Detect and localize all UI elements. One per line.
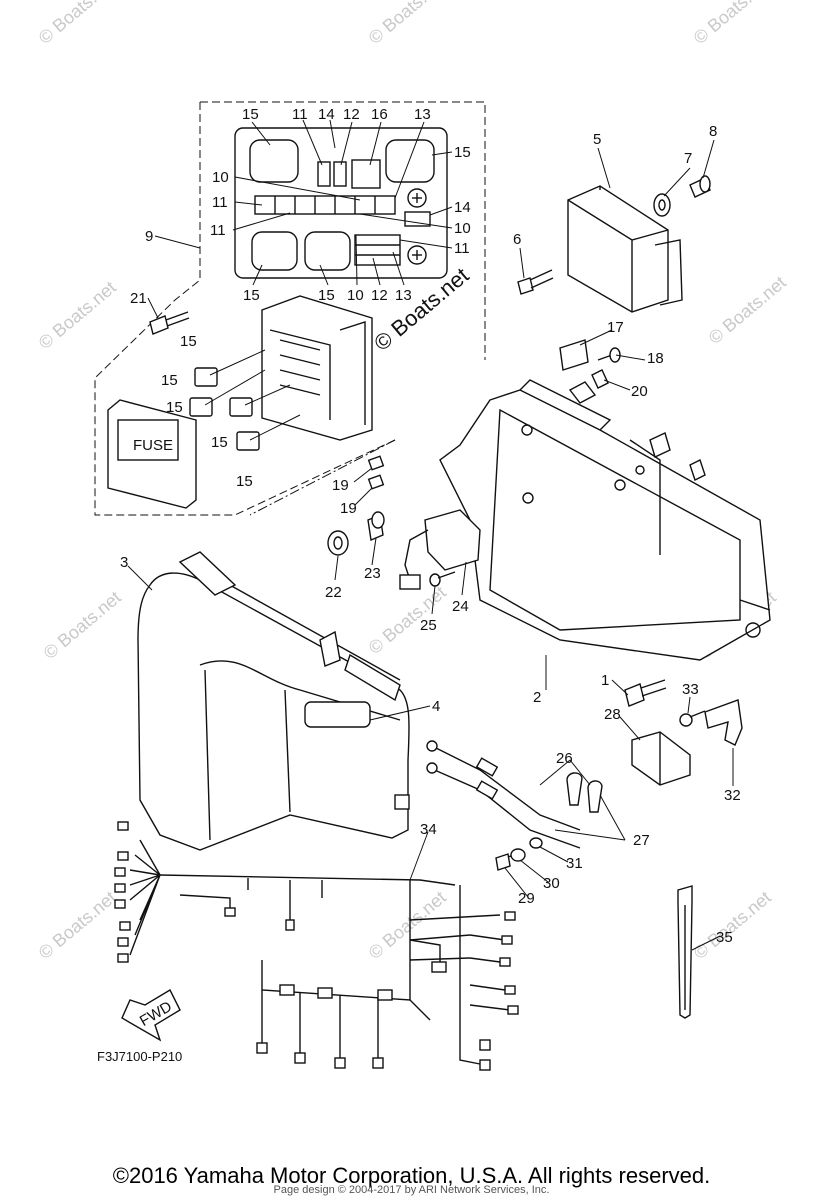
copyright-text: ©2016 Yamaha Motor Corporation, U.S.A. A… (112, 1163, 711, 1188)
page-design-credit: Page design © 2004-2017 by ARI Network S… (273, 1184, 550, 1196)
washer-30 (510, 848, 526, 862)
drawing-code: F3J7100-P210 (97, 1049, 182, 1064)
battery-cables-27 (426, 740, 581, 849)
callout-6: 6 (513, 231, 521, 248)
callout-7: 7 (684, 150, 692, 167)
callout-8: 8 (709, 123, 717, 140)
watermark: © Boats.net (690, 887, 775, 963)
callout-25: 25 (420, 617, 437, 634)
callout-15: 15 (236, 473, 253, 490)
callout-27: 27 (633, 832, 650, 849)
callout-26: 26 (556, 750, 573, 767)
callout-20: 20 (631, 383, 648, 400)
collar-8 (689, 175, 711, 198)
callout-21: 21 (130, 290, 147, 307)
callout-15: 15 (243, 287, 260, 304)
tray-2 (439, 379, 771, 661)
callout-11: 11 (454, 240, 470, 257)
callout-15: 15 (211, 434, 228, 451)
watermark: © Boats.net (705, 272, 790, 348)
bolt-33 (679, 710, 706, 727)
bracket-32 (704, 699, 743, 746)
callout-28: 28 (604, 706, 621, 723)
watermark: © Boats.net (35, 887, 120, 963)
cover-3 (137, 551, 410, 851)
callout-17: 17 (607, 319, 624, 336)
relay-28 (631, 731, 691, 786)
callout-12: 12 (371, 287, 388, 304)
watermark: © Boats.net (365, 582, 450, 658)
nut-31 (529, 837, 543, 849)
callout-15: 15 (166, 399, 183, 416)
callout-24: 24 (452, 598, 469, 615)
callout-14: 14 (318, 106, 335, 123)
callout-32: 32 (724, 787, 741, 804)
watermark: © Boats.net (40, 587, 125, 663)
grommet-7 (653, 193, 671, 217)
callout-12: 12 (343, 106, 360, 123)
callout-4: 4 (432, 698, 440, 715)
nut-19 (367, 455, 385, 490)
bolt-1 (624, 679, 667, 707)
callout-23: 23 (364, 565, 381, 582)
callout-15: 15 (318, 287, 335, 304)
callout-10: 10 (347, 287, 364, 304)
callout-10: 10 (454, 220, 471, 237)
watermark: © Boats.net (365, 0, 450, 48)
wire-harness-34 (114, 821, 519, 1071)
callout-leaders (127, 119, 734, 951)
fuse-box-assembly: FUSE (107, 295, 373, 509)
callout-2: 2 (533, 689, 541, 706)
callout-15: 15 (242, 106, 259, 123)
callout-11: 11 (292, 106, 308, 123)
fuse-panel-top-view (234, 127, 448, 279)
watermark: © Boats.net (35, 0, 120, 48)
callout-31: 31 (566, 855, 583, 872)
callout-15: 15 (161, 372, 178, 389)
bracket-17 (559, 339, 589, 371)
collar-23 (367, 511, 385, 541)
watermark: © Boats.net (35, 277, 120, 353)
callout-19: 19 (332, 477, 349, 494)
callout-19: 19 (340, 500, 357, 517)
callout-34: 34 (420, 821, 437, 838)
grommet-22 (327, 530, 349, 556)
callout-3: 3 (120, 554, 128, 571)
clip-20 (591, 369, 609, 389)
callout-14: 14 (454, 199, 471, 216)
bolt-25 (429, 571, 456, 587)
fwd-arrow-icon: FWD (121, 989, 181, 1042)
callout-30: 30 (543, 875, 560, 892)
callout-11: 11 (210, 222, 226, 239)
callout-1: 1 (601, 672, 609, 689)
cable-tie-35 (677, 885, 693, 1019)
callout-13: 13 (395, 287, 412, 304)
watermark: © Boats.net (690, 0, 775, 48)
callout-22: 22 (325, 584, 342, 601)
regulator-24 (399, 509, 481, 590)
bolt-6 (517, 269, 554, 295)
terminal-cap-26 (566, 772, 603, 813)
bolt-21 (149, 311, 190, 335)
ecu-5 (567, 185, 683, 313)
fuse-box-detail-frame (94, 101, 486, 516)
callout-9: 9 (145, 228, 153, 245)
callout-15: 15 (454, 144, 471, 161)
callout-labels: 15 11 14 12 16 13 15 10 11 14 11 10 11 9… (97, 106, 741, 1064)
fuse-box-label: FUSE (133, 437, 173, 454)
callout-11: 11 (212, 194, 228, 211)
callout-16: 16 (371, 106, 388, 123)
callout-10: 10 (212, 169, 229, 186)
callout-35: 35 (716, 929, 733, 946)
watermark: © Boats.net (365, 887, 450, 963)
callout-13: 13 (414, 106, 431, 123)
callout-29: 29 (518, 890, 535, 907)
callout-18: 18 (647, 350, 664, 367)
callout-5: 5 (593, 131, 601, 148)
callout-15: 15 (180, 333, 197, 350)
callout-33: 33 (682, 681, 699, 698)
bolt-18 (597, 347, 621, 363)
